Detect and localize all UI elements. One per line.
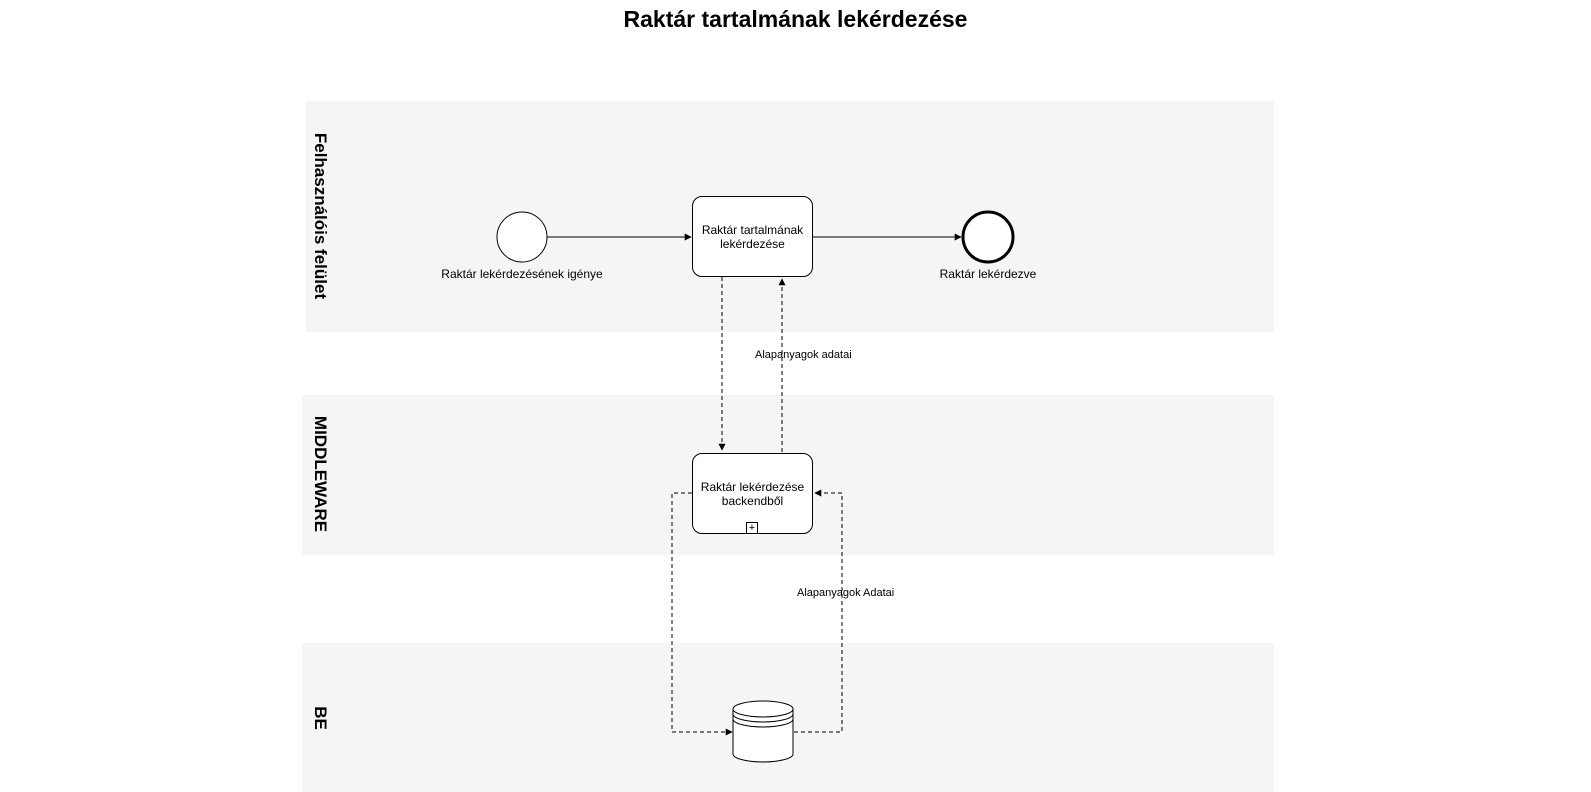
start-event[interactable] xyxy=(496,211,548,263)
database-icon[interactable] xyxy=(732,700,794,763)
subprocess-backend-query-label: Raktár lekérdezése backendből xyxy=(700,479,805,508)
flow-label-return-to-ui: Alapanyagok adatai xyxy=(755,349,852,361)
flow-label-return-from-be: Alapanyagok Adatai xyxy=(797,587,895,599)
task-query-warehouse[interactable]: Raktár tartalmának lekérdezése xyxy=(692,196,813,277)
end-event-label: Raktár lekérdezve xyxy=(939,267,1037,281)
end-event[interactable] xyxy=(961,210,1015,264)
subprocess-expand-icon[interactable]: + xyxy=(746,522,758,534)
start-event-label: Raktár lekérdezésének igénye xyxy=(441,267,603,281)
flow-subprocess-to-datastore[interactable] xyxy=(671,492,733,736)
subprocess-backend-query[interactable]: Raktár lekérdezése backendből + xyxy=(692,453,813,534)
page-title: Raktár tartalmának lekérdezése xyxy=(623,6,968,32)
task-query-warehouse-label: Raktár tartalmának lekérdezése xyxy=(701,222,804,251)
flow-datastore-to-subprocess[interactable] xyxy=(794,489,843,733)
